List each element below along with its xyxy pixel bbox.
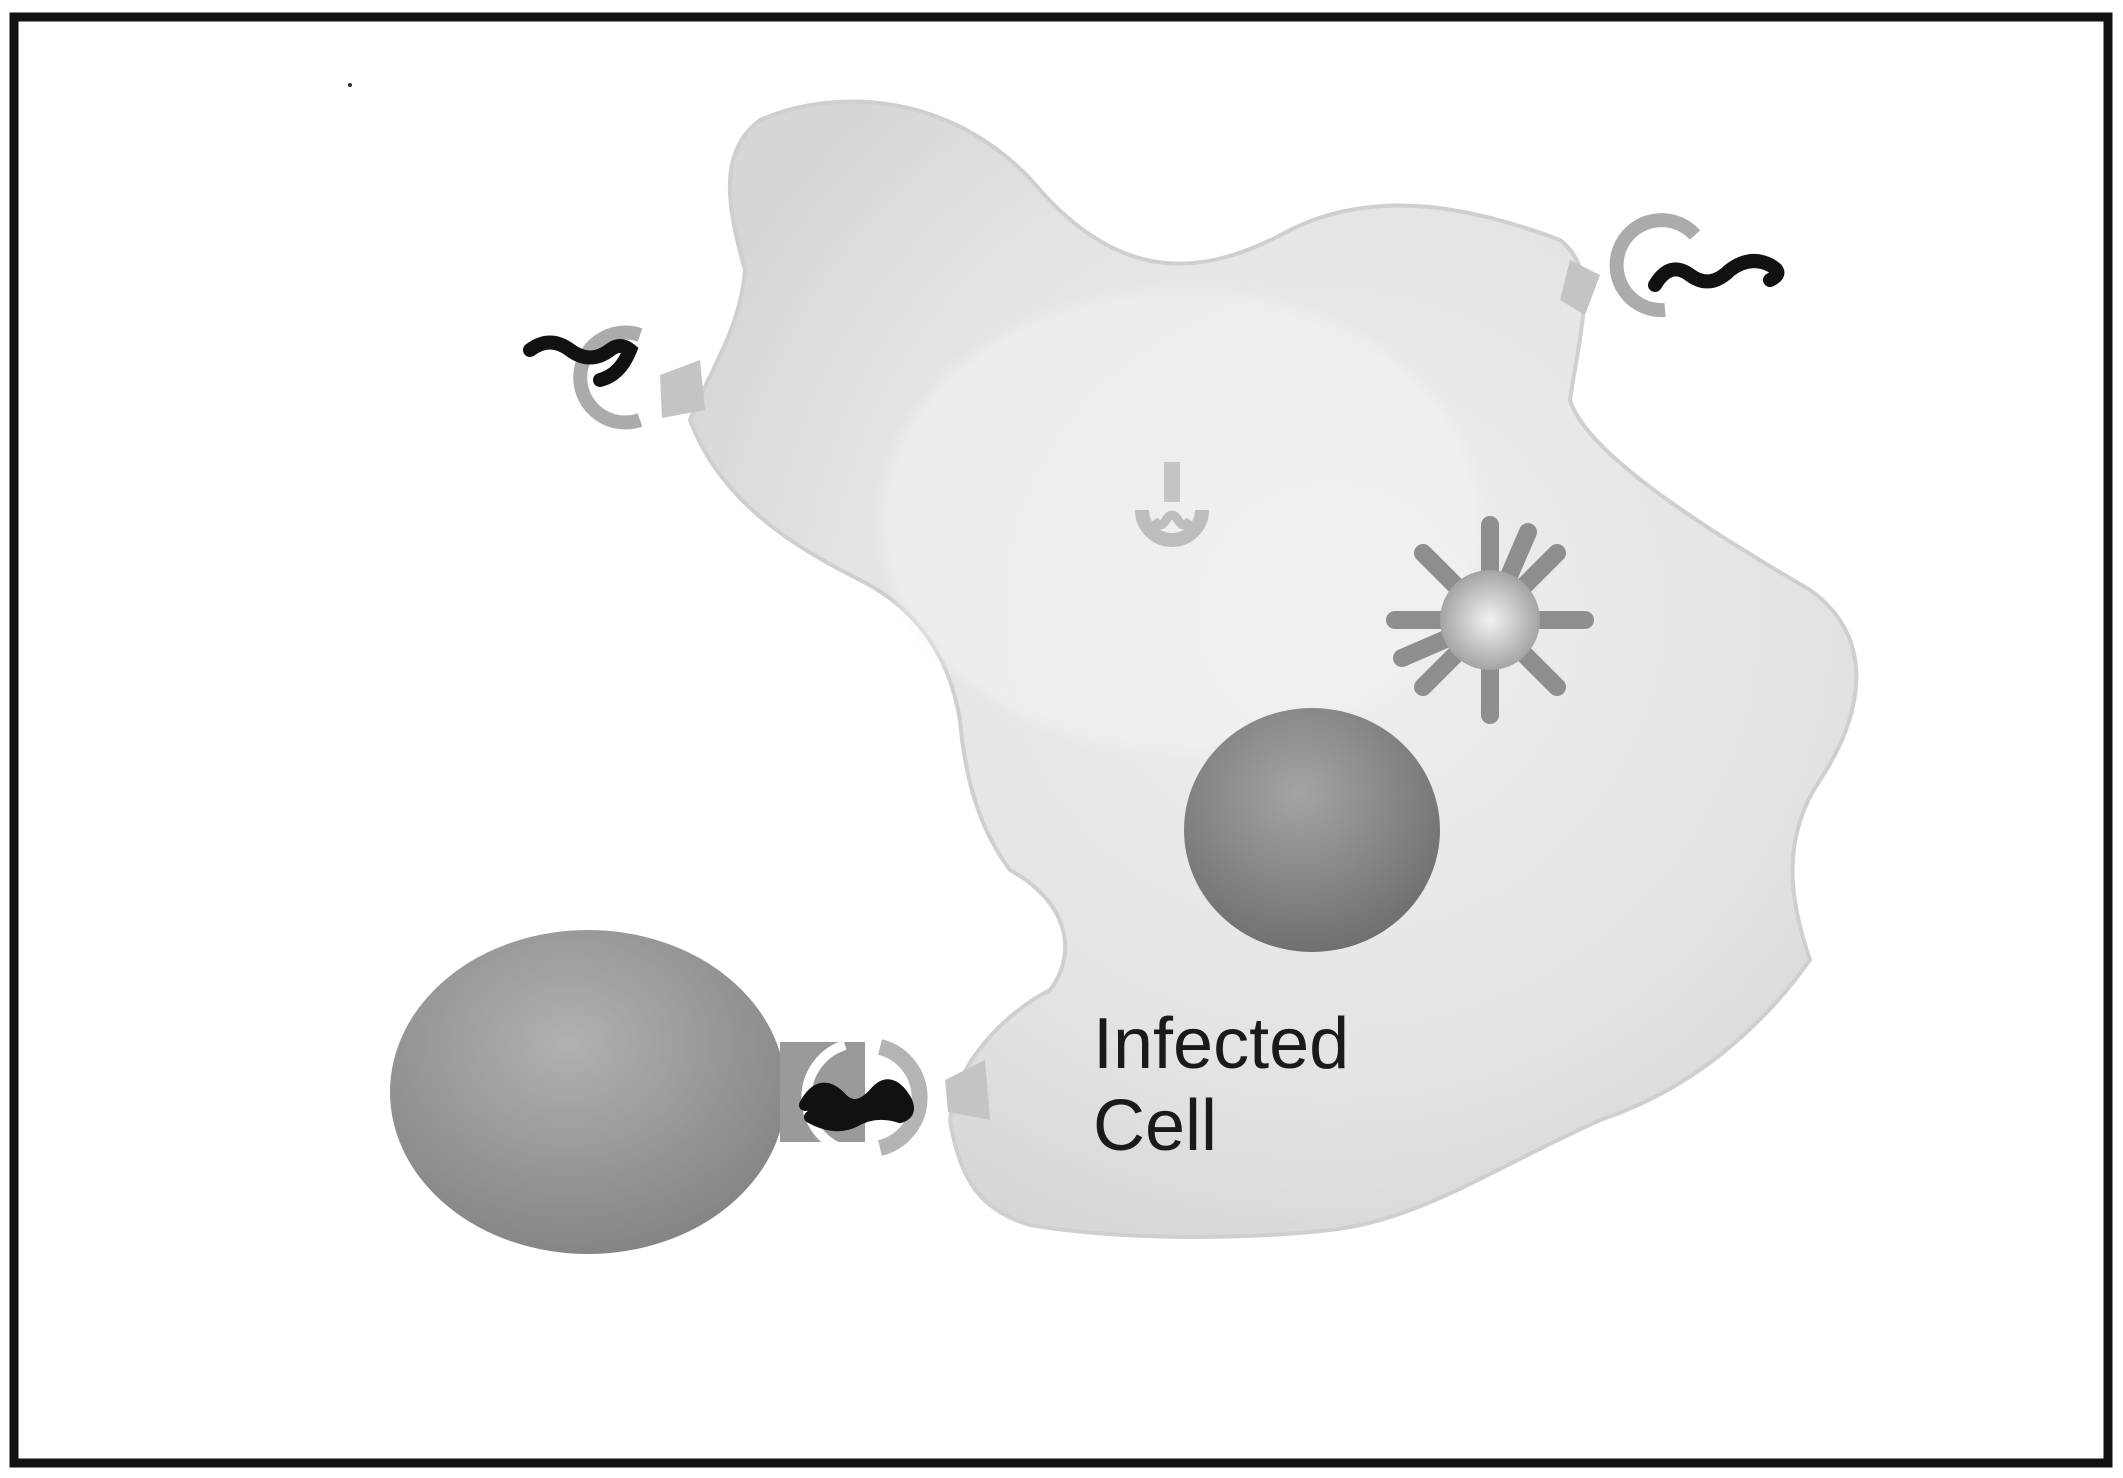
mhc-antigen-complex-right <box>1560 213 1785 318</box>
antigen-bound <box>799 1079 915 1132</box>
internal-receptor <box>1135 462 1209 547</box>
antigen-left <box>523 335 639 387</box>
cell-label-line2: Cell <box>1093 1086 1217 1166</box>
stray-dot <box>348 83 352 87</box>
virus-particle <box>1386 516 1594 724</box>
t-cell-receptor-binding <box>780 1039 990 1156</box>
infected-cell-nucleus <box>1184 708 1440 952</box>
t-cell <box>390 930 786 1254</box>
antigen-right <box>1648 254 1785 292</box>
cell-label-line1: Infected <box>1093 1004 1349 1084</box>
mhc-antigen-complex-left <box>523 325 705 430</box>
